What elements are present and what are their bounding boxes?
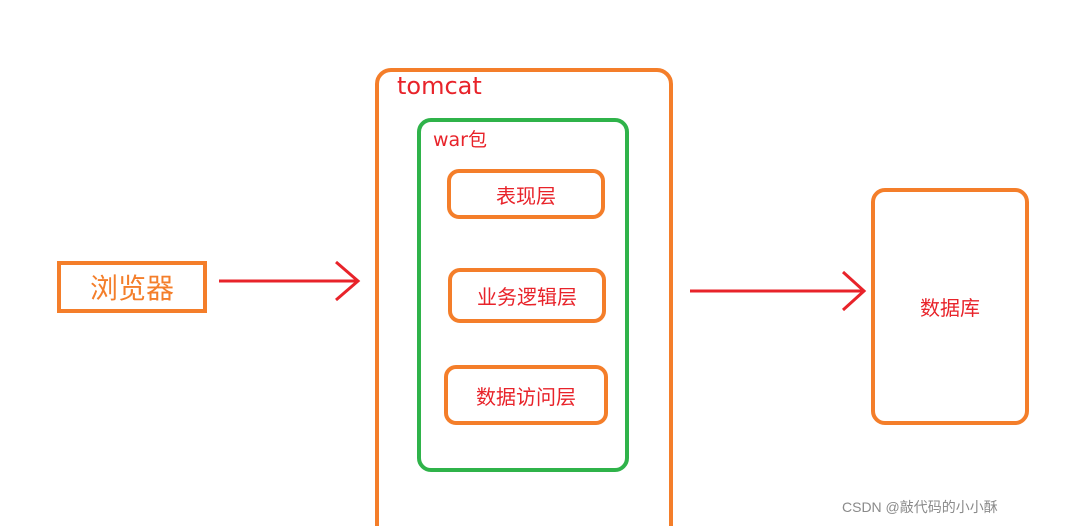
browser-node: 浏览器 <box>57 261 207 313</box>
tomcat-container <box>375 68 673 526</box>
business-logic-layer: 业务逻辑层 <box>448 268 606 323</box>
layer-label: 表现层 <box>496 183 556 208</box>
war-label: war包 <box>433 129 487 151</box>
war-package <box>417 118 629 472</box>
database-label: 数据库 <box>920 296 980 320</box>
data-access-layer: 数据访问层 <box>444 365 608 425</box>
presentation-layer: 表现层 <box>447 169 605 219</box>
tomcat-label: tomcat <box>397 72 482 100</box>
database-node: 数据库 <box>871 188 1029 425</box>
browser-label: 浏览器 <box>89 272 174 305</box>
layer-label: 数据访问层 <box>476 384 576 409</box>
arrow-browser-to-tomcat <box>219 260 361 302</box>
layer-label: 业务逻辑层 <box>477 285 577 309</box>
arrow-tomcat-to-database <box>690 270 867 312</box>
csdn-watermark: CSDN @敲代码的小小酥 <box>842 499 998 515</box>
